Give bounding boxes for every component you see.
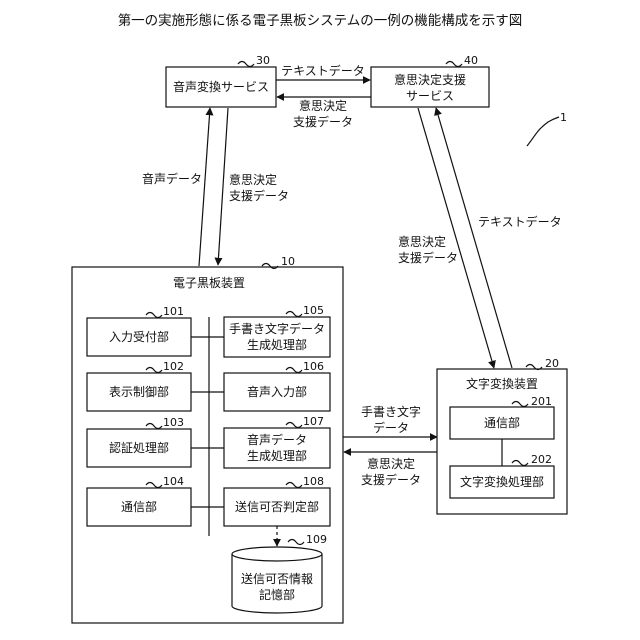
handwritten-label-2: データ (373, 420, 409, 435)
decision-label-left-2: 支援データ (229, 188, 289, 203)
decision-service-label-1: 意思決定支援 (394, 72, 466, 87)
voice-gen-label-2: 生成処理部 (247, 448, 307, 463)
decision-service-label-2: サービス (406, 89, 454, 103)
whiteboard-label: 電子黒板装置 (173, 276, 245, 290)
voice-service-ref: 30 (256, 54, 270, 67)
auth-unit-ref: 103 (163, 416, 184, 429)
handwrite-gen-label-1: 手書き文字データ (229, 321, 325, 336)
voice-service-label: 音声変換サービス (173, 79, 269, 94)
decision-service-ref-leader (446, 62, 462, 67)
voice-service-ref-leader (238, 62, 254, 67)
decision-label-top-2: 支援データ (293, 114, 353, 129)
send-store-ref: 109 (306, 533, 327, 546)
send-store-label-2: 記憶部 (259, 587, 295, 602)
text-data-label-top: テキストデータ (281, 63, 365, 78)
char-conv-ref: 202 (531, 453, 552, 466)
decision-label-mid-1: 意思決定 (367, 456, 415, 471)
cd-comm-unit-label: 通信部 (484, 415, 520, 430)
text-data-label-right: テキストデータ (478, 214, 562, 229)
voice-input-label: 音声入力部 (247, 384, 307, 399)
decision-label-right-1: 意思決定 (398, 234, 446, 249)
wb-comm-unit-ref: 104 (163, 475, 184, 488)
wb-comm-unit-label: 通信部 (121, 499, 157, 514)
voice-data-arrow (199, 108, 210, 266)
handwrite-gen-ref: 105 (303, 304, 324, 317)
voice-gen-label-1: 音声データ (247, 432, 307, 447)
handwrite-gen-label-2: 生成処理部 (247, 337, 307, 352)
send-store-label-1: 送信可否情報 (241, 571, 313, 586)
char-conv-label: 文字変換処理部 (460, 474, 544, 489)
system-ref: 1 (560, 111, 567, 124)
figure-title: 第一の実施形態に係る電子黒板システムの一例の機能構成を示す図 (118, 12, 523, 29)
handwritten-label-1: 手書き文字 (361, 404, 421, 419)
decision-label-top-1: 意思決定 (299, 98, 347, 113)
voice-data-label: 音声データ (142, 171, 202, 186)
decision-arrow-left (218, 108, 228, 265)
whiteboard-ref: 10 (281, 255, 295, 268)
send-judge-label: 送信可否判定部 (235, 499, 319, 514)
send-judge-ref: 108 (303, 475, 324, 488)
text-data-arrow-right (436, 108, 512, 368)
decision-label-mid-2: 支援データ (361, 472, 421, 487)
voice-gen-ref: 107 (303, 415, 324, 428)
decision-service-ref: 40 (464, 54, 478, 67)
char-device-ref: 20 (545, 357, 559, 370)
voice-input-ref: 106 (303, 360, 324, 373)
auth-unit-label: 認証処理部 (109, 440, 169, 455)
input-unit-ref: 101 (163, 305, 184, 318)
display-unit-label: 表示制御部 (109, 384, 169, 399)
cd-comm-unit-ref: 201 (531, 395, 552, 408)
system-ref-leader (527, 117, 559, 146)
decision-label-left-1: 意思決定 (229, 172, 277, 187)
char-device-label: 文字変換装置 (466, 376, 538, 391)
decision-label-right-2: 支援データ (398, 250, 458, 265)
input-unit-label: 入力受付部 (109, 329, 169, 344)
display-unit-ref: 102 (163, 360, 184, 373)
